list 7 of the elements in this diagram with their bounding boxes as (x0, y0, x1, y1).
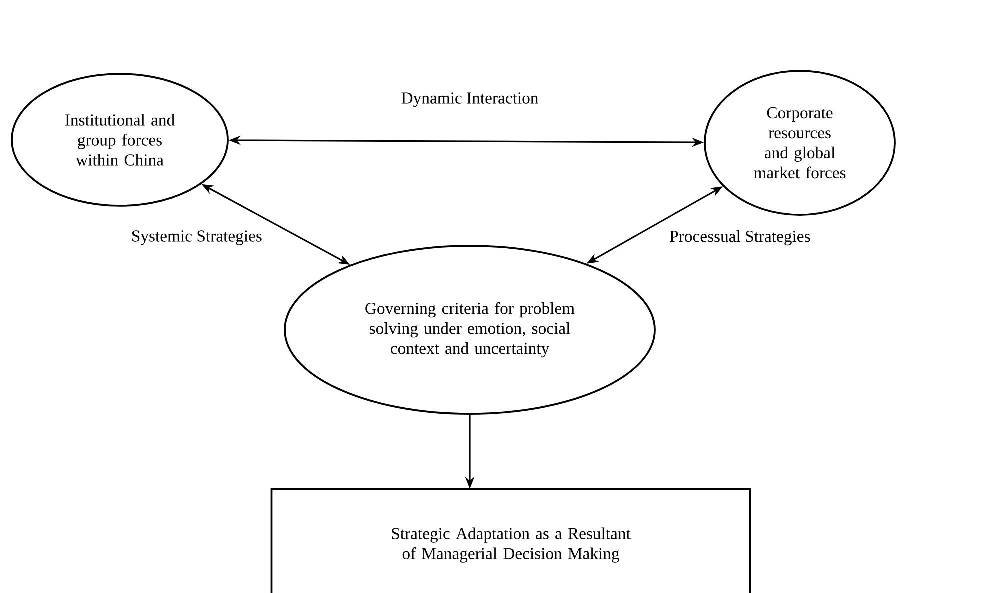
ellipse-node: Corporate resources and global market forces (704, 70, 896, 216)
ellipse-node: Governing criteria for problem solving under emotion, social context and uncertainty (284, 245, 656, 415)
edge-label: Dynamic Interaction (400, 91, 540, 109)
edge-label: Systemic Strategies (130, 229, 264, 247)
edge-label: Processual Strategies (668, 229, 812, 247)
process-box: Strategic Adaptation as a Resultant of Managerial Decision Making (270, 488, 752, 593)
ellipse-node: Institutional and group forces within China (11, 73, 229, 207)
